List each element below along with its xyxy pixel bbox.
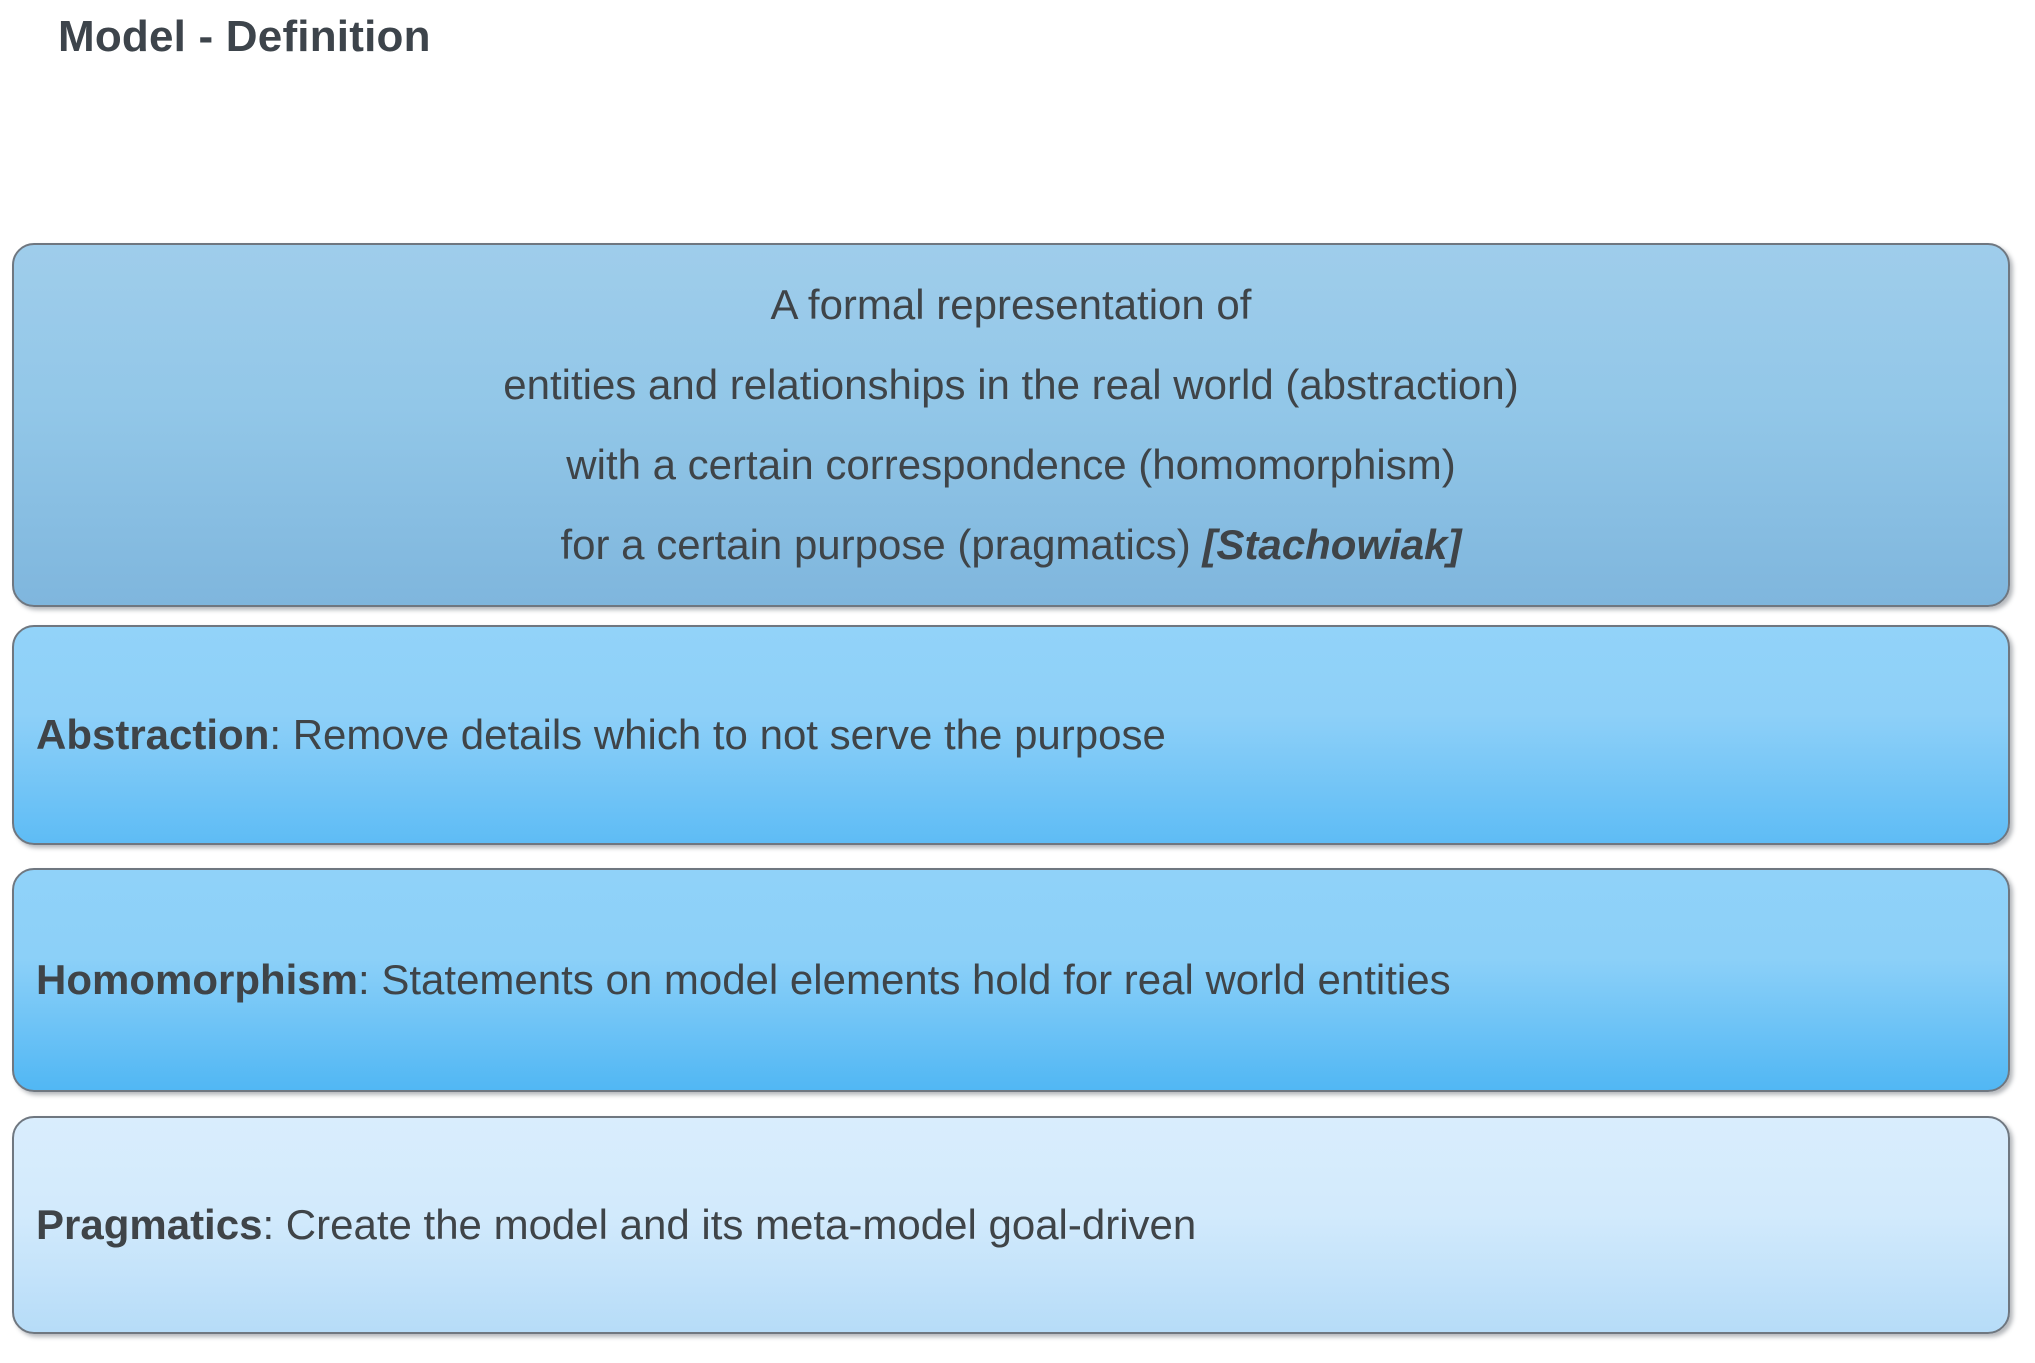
homomorphism-line: Homomorphism: Statements on model elemen… xyxy=(14,956,1451,1004)
abstraction-term: Abstraction xyxy=(36,711,270,758)
abstraction-line: Abstraction: Remove details which to not… xyxy=(14,711,1166,759)
definition-line-4: for a certain purpose (pragmatics) [Stac… xyxy=(561,505,1462,585)
definition-citation: [Stachowiak] xyxy=(1202,521,1462,568)
abstraction-description: Remove details which to not serve the pu… xyxy=(292,711,1166,758)
homomorphism-description: Statements on model elements hold for re… xyxy=(381,956,1451,1003)
homomorphism-box: Homomorphism: Statements on model elemen… xyxy=(12,868,2010,1092)
definition-line-2: entities and relationships in the real w… xyxy=(503,361,1519,408)
pragmatics-description: Create the model and its meta-model goal… xyxy=(285,1201,1197,1248)
page-title: Model - Definition xyxy=(58,12,431,61)
pragmatics-separator: : xyxy=(262,1201,286,1248)
definition-line-3: with a certain correspondence (homomorph… xyxy=(566,441,1456,488)
definition-line-4-text: for a certain purpose (pragmatics) xyxy=(560,521,1203,568)
homomorphism-term: Homomorphism xyxy=(36,956,359,1003)
definition-line-1: A formal representation of xyxy=(770,281,1252,328)
homomorphism-separator: : xyxy=(358,956,382,1003)
model-definition-box: A formal representation of entities and … xyxy=(12,243,2010,607)
pragmatics-term: Pragmatics xyxy=(36,1201,263,1248)
abstraction-separator: : xyxy=(269,711,293,758)
abstraction-box: Abstraction: Remove details which to not… xyxy=(12,625,2010,845)
pragmatics-box: Pragmatics: Create the model and its met… xyxy=(12,1116,2010,1334)
pragmatics-line: Pragmatics: Create the model and its met… xyxy=(14,1201,1196,1249)
